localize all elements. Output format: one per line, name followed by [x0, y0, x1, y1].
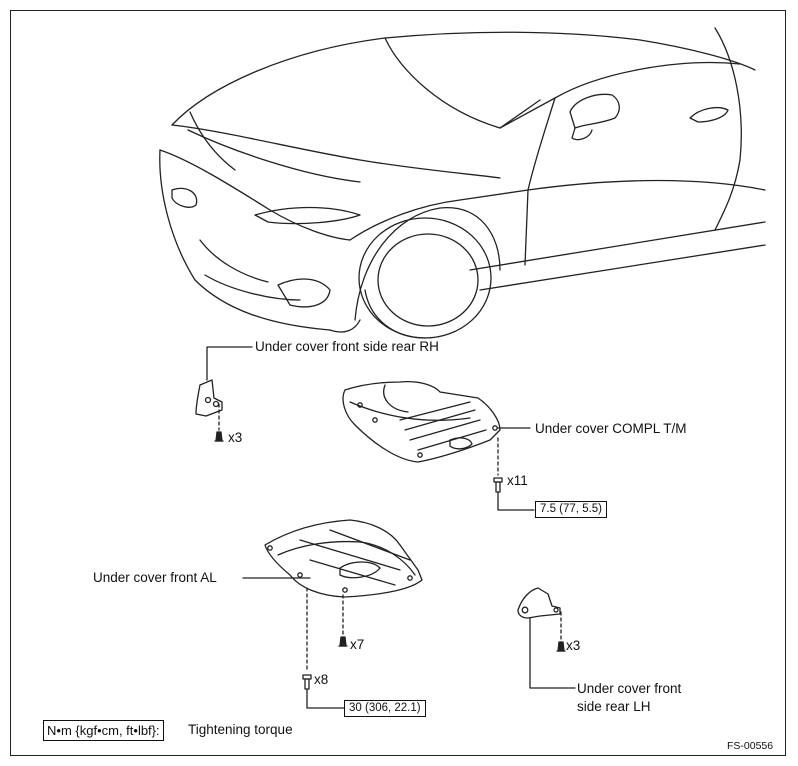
front-al-cover-label: Under cover front AL — [93, 570, 217, 585]
tm-bolt-icon — [493, 477, 503, 493]
rh-clip-icon — [214, 431, 224, 442]
al-bolt-quantity: x8 — [314, 672, 329, 687]
al-clip-icon — [338, 636, 348, 647]
car-illustration — [159, 27, 766, 339]
tm-bolt-quantity: x11 — [507, 473, 528, 488]
tm-torque-leader — [497, 491, 535, 511]
lh-leader-line — [529, 617, 576, 689]
lh-clip-icon — [556, 641, 566, 652]
al-torque-leader — [306, 688, 345, 709]
rh-leader-line — [206, 346, 253, 381]
torque-legend-text: Tightening torque — [188, 722, 293, 737]
rh-rear-cover-label: Under cover front side rear RH — [255, 339, 439, 354]
lh-rear-cover-part — [517, 587, 561, 619]
diagram-frame — [10, 10, 786, 756]
rh-rear-cover-part — [195, 379, 223, 417]
lh-rear-cover-label-line2: side rear LH — [577, 699, 651, 714]
front-al-cover-part — [264, 519, 423, 598]
al-torque-box: 30 (306, 22.1) — [344, 700, 426, 717]
al-clip-quantity: x7 — [350, 637, 365, 652]
tm-torque-box: 7.5 (77, 5.5) — [535, 501, 608, 518]
lh-rear-cover-label-line1: Under cover front — [577, 681, 682, 696]
tm-cover-part — [342, 380, 501, 463]
torque-unit-legend-box: N•m {kgf•cm, ft•lbf}: — [43, 720, 164, 741]
al-bolt-icon — [302, 674, 312, 690]
tm-cover-label: Under cover COMPL T/M — [535, 421, 687, 436]
lh-clip-quantity: x3 — [566, 638, 581, 653]
figure-id: FS-00556 — [727, 740, 774, 752]
rh-clip-quantity: x3 — [228, 430, 243, 445]
